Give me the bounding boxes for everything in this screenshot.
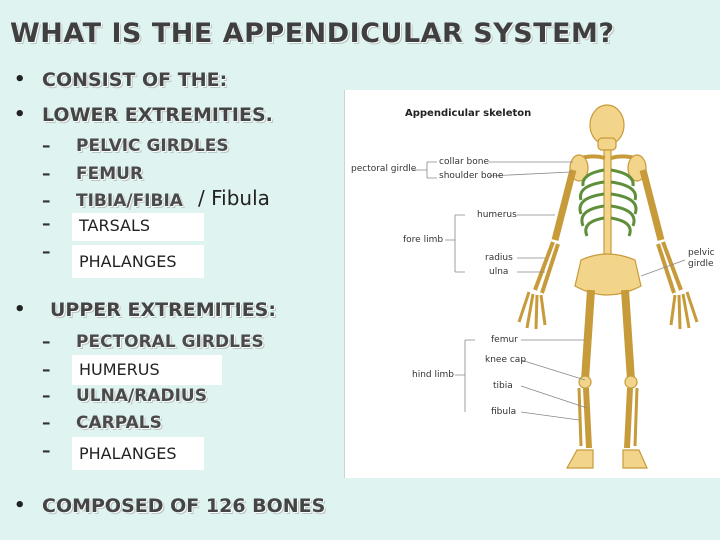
radius-left — [533, 241, 555, 291]
foot-left — [565, 449, 594, 469]
dash: – — [42, 191, 51, 211]
ulna-right — [656, 243, 676, 294]
fibula-right — [633, 387, 639, 447]
label-fibula: fibula — [491, 407, 517, 417]
dash: – — [42, 242, 51, 262]
rib-cage — [578, 168, 638, 237]
ulna-left — [540, 243, 560, 294]
humerus-box: HUMERUS — [72, 355, 222, 385]
tibia-left — [583, 387, 592, 449]
label-hind-limb: hind limb — [412, 370, 454, 380]
bullet-dot: • — [14, 495, 26, 516]
leader-lines — [413, 161, 686, 421]
upper-phalanges-box: PHALANGES — [72, 437, 204, 470]
label-tibia: tibia — [493, 381, 513, 391]
knee-cap-right — [624, 375, 638, 389]
dash: – — [42, 413, 51, 433]
bullet-dot: • — [14, 299, 26, 320]
pelvis — [574, 253, 642, 296]
tarsals-box: TARSALS — [72, 213, 204, 241]
bullet-lower-extremities: • LOWER EXTREMITIES. — [14, 104, 273, 126]
dash: – — [42, 332, 51, 352]
sub-item-carpals: – CARPALS — [42, 413, 162, 433]
dash: – — [42, 386, 51, 406]
hand-left — [517, 291, 547, 330]
sub-item-ulna-radius: – ULNA/RADIUS — [42, 386, 207, 406]
dash: – — [42, 214, 51, 234]
spine — [603, 149, 612, 271]
bullet-consist: • CONSIST OF THE: — [14, 69, 228, 91]
label-pelvic-girdle: pelvic girdle — [688, 248, 715, 269]
label-ulna: ulna — [489, 267, 509, 277]
bullet-composed-text: COMPOSED OF 126 BONES — [42, 495, 326, 517]
label-radius: radius — [485, 253, 513, 263]
label-pectoral-girdle: pectoral girdle — [351, 164, 417, 174]
hand-right — [669, 291, 699, 330]
radius-right — [661, 241, 683, 291]
bullet-dot: • — [14, 104, 26, 125]
bullet-dot: • — [14, 69, 26, 90]
dash: – — [42, 360, 51, 380]
sub-item-text: FEMUR — [76, 164, 144, 184]
fibula-left — [577, 387, 583, 447]
dash: – — [42, 441, 51, 461]
bullet-consist-text: CONSIST OF THE: — [42, 69, 228, 91]
tibia-right — [624, 387, 633, 449]
sub-item-pelvic-girdles: – PELVIC GIRDLES — [42, 136, 229, 156]
sub-item-text: ULNA/RADIUS — [76, 386, 207, 406]
bullet-lower-text: LOWER EXTREMITIES. — [42, 104, 273, 126]
label-collar-bone: collar bone — [439, 157, 489, 167]
fibula-note: / Fibula — [198, 186, 270, 210]
figure-title: Appendicular skeleton — [405, 108, 532, 119]
knee-cap-left — [578, 375, 592, 389]
bullet-upper-text: UPPER EXTREMITIES: — [50, 299, 276, 321]
humerus-right — [639, 169, 665, 241]
foot-right — [622, 449, 648, 469]
sub-item-text: TIBIA/FIBIA — [76, 191, 183, 211]
sub-item-text: PECTORAL GIRDLES — [76, 332, 264, 352]
sub-item-tibia-fibia: – TIBIA/FIBIA — [42, 191, 183, 211]
bullet-upper-extremities: • UPPER EXTREMITIES: — [14, 299, 276, 321]
sub-item-text: CARPALS — [76, 413, 162, 433]
label-knee-cap: knee cap — [485, 355, 527, 365]
dash: – — [42, 136, 51, 156]
skeleton-illustration — [413, 104, 699, 469]
sub-item-femur: – FEMUR — [42, 164, 144, 184]
label-fore-limb: fore limb — [403, 235, 444, 245]
skeleton-figure: Appendicular skeleton — [344, 90, 720, 478]
label-humerus: humerus — [477, 210, 517, 220]
dash: – — [42, 164, 51, 184]
page-title: WHAT IS THE APPENDICULAR SYSTEM? — [10, 18, 615, 49]
femur-right — [621, 289, 635, 381]
label-shoulder-bone: shoulder bone — [439, 171, 504, 181]
lower-phalanges-box: PHALANGES — [72, 245, 204, 278]
femur-left — [581, 289, 595, 381]
sub-item-pectoral-girdles: – PECTORAL GIRDLES — [42, 332, 264, 352]
label-femur: femur — [491, 335, 518, 345]
bullet-composed: • COMPOSED OF 126 BONES — [14, 495, 326, 517]
jaw — [597, 137, 617, 151]
humerus-left — [551, 169, 577, 241]
sub-item-text: PELVIC GIRDLES — [76, 136, 229, 156]
